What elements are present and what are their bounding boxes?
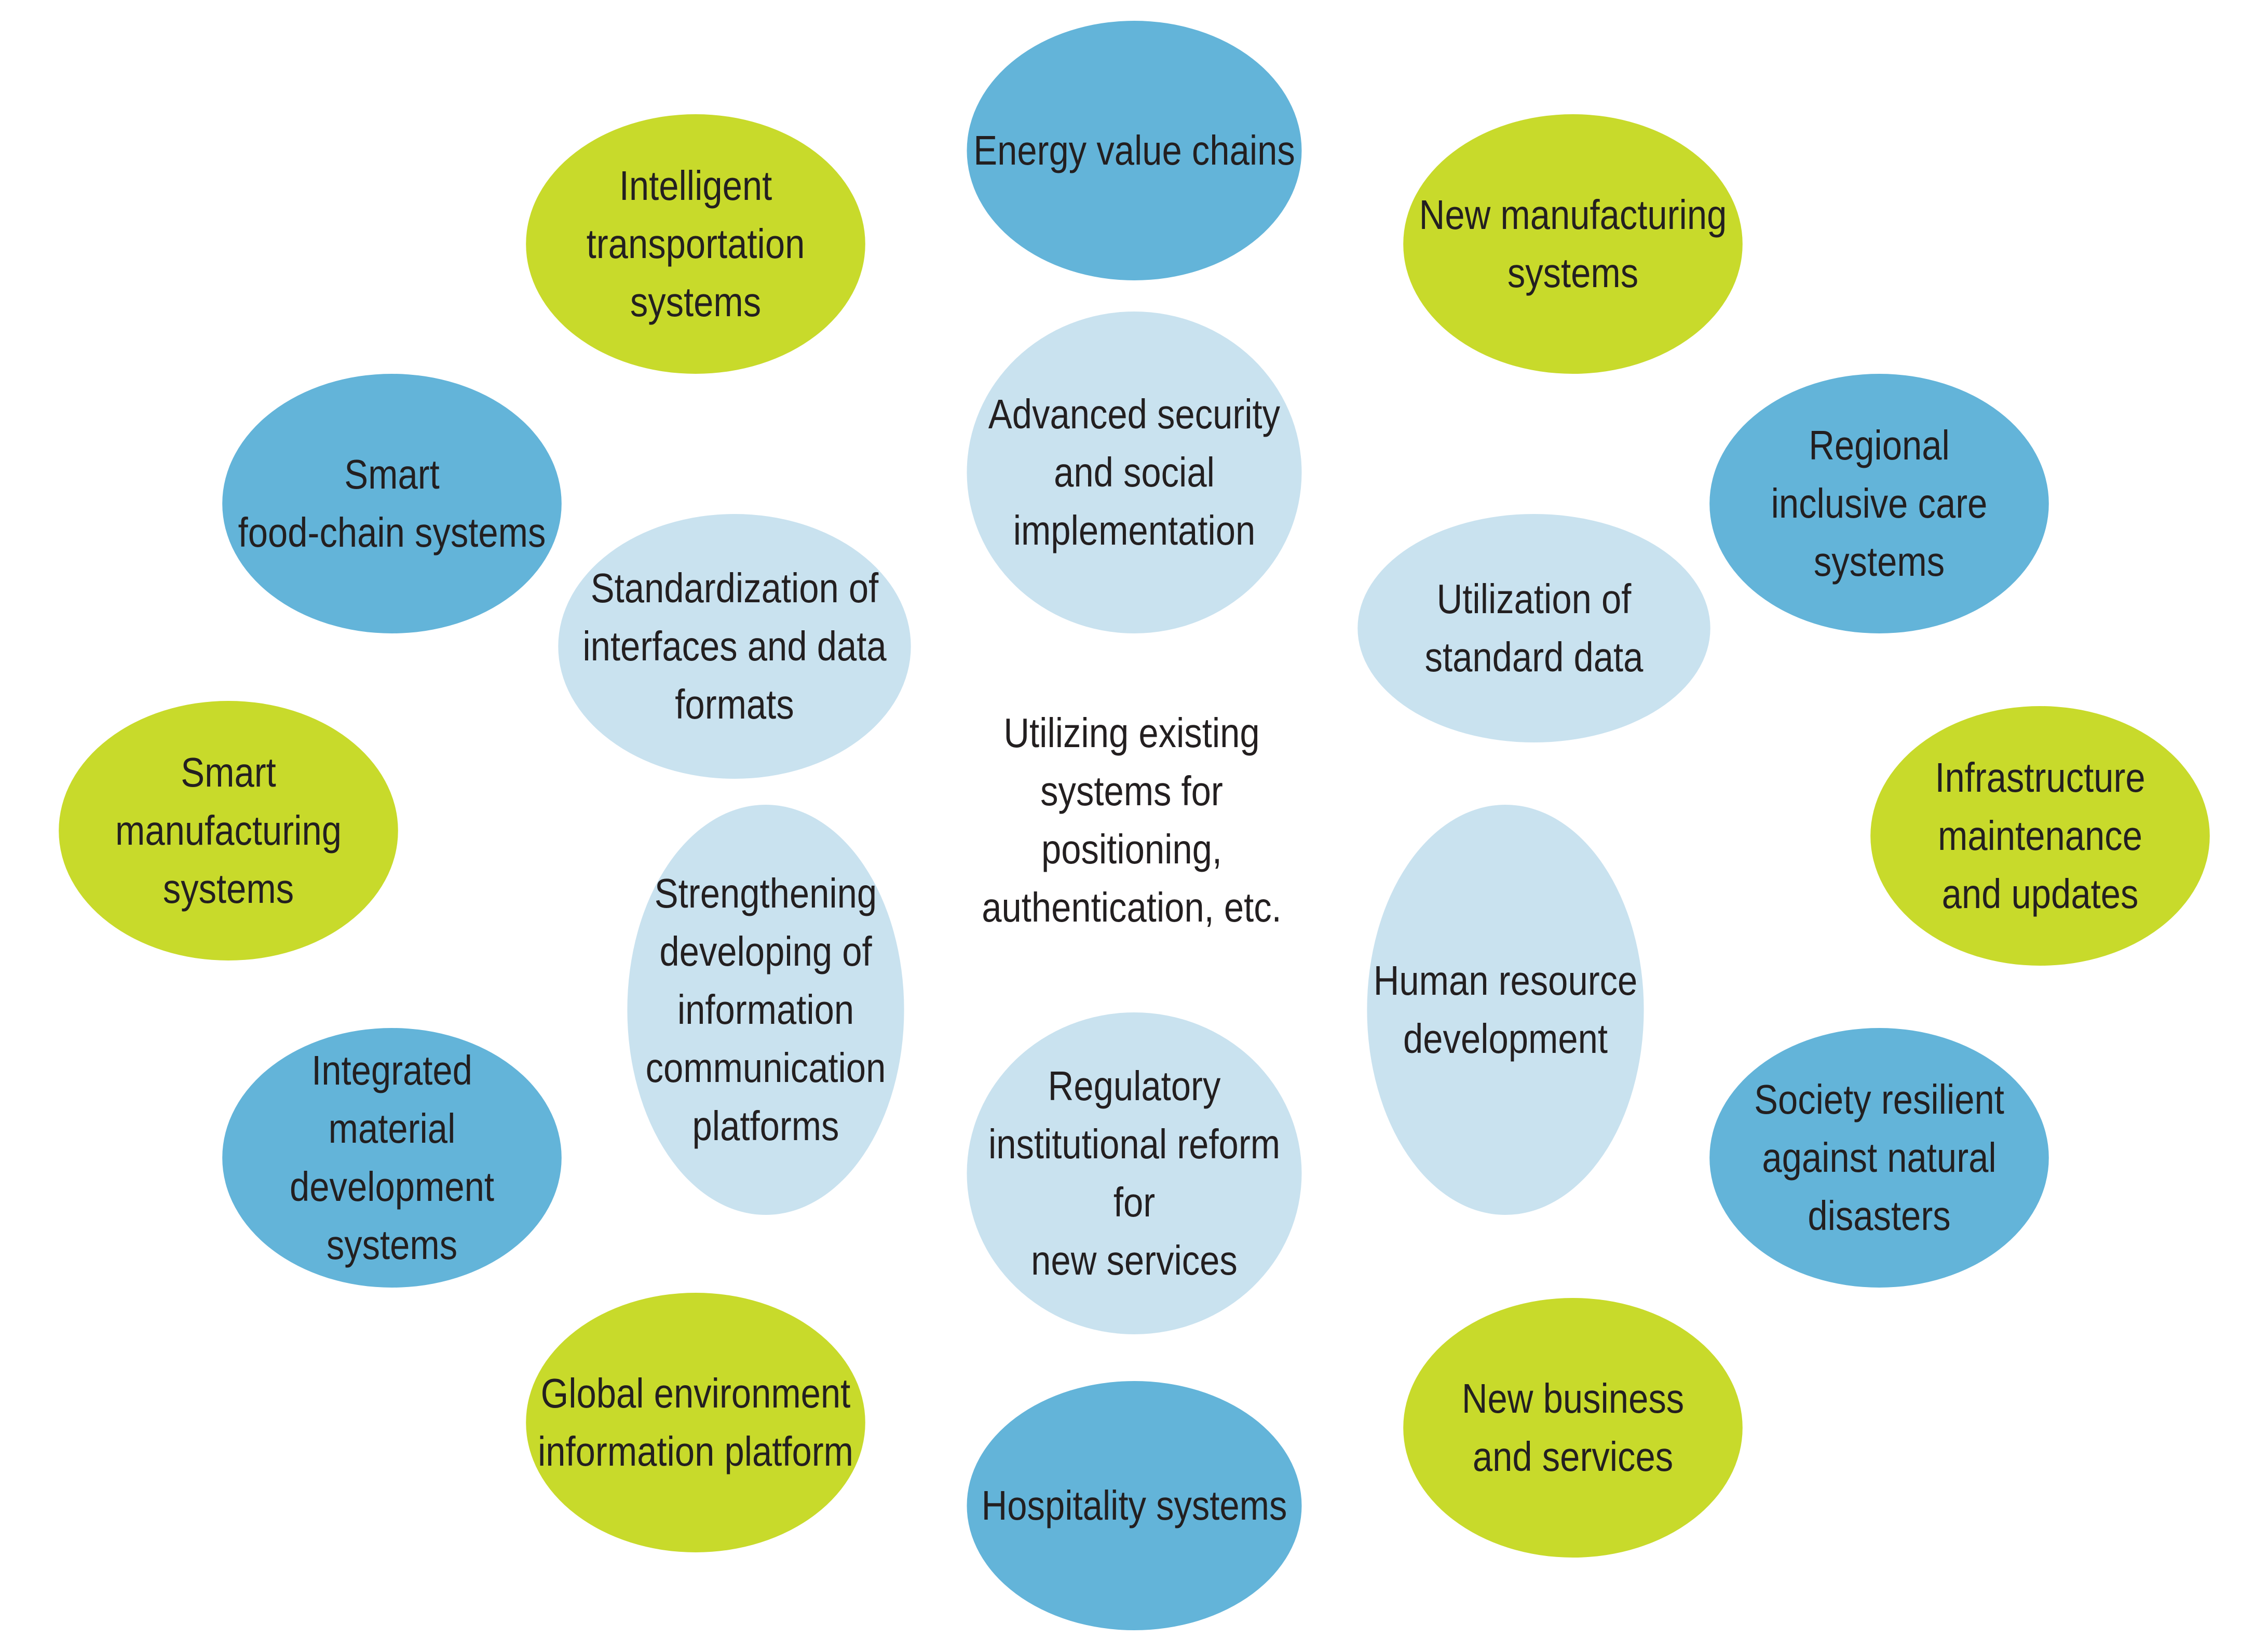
node-label: Global environment information platform	[538, 1370, 853, 1474]
node-society-resilient: Society resilient against natural disast…	[1709, 1028, 2049, 1288]
node-new-business: New business and services	[1403, 1298, 1743, 1558]
node-energy-value-chains: Energy value chains	[967, 21, 1302, 280]
node-label: Human resource development	[1373, 957, 1638, 1062]
node-label: New manufacturing systems	[1419, 192, 1727, 296]
node-label: Integrated material development systems	[290, 1047, 494, 1268]
node-intelligent-transportation: Intelligent transportation systems	[526, 114, 865, 374]
node-standardization: Standardization of interfaces and data f…	[558, 514, 911, 779]
node-strengthening-platforms: Strengthening developing of information …	[627, 805, 904, 1215]
node-global-environment: Global environment information platform	[526, 1293, 865, 1552]
node-regional-care: Regional inclusive care systems	[1709, 374, 2049, 633]
node-label: Advanced security and social implementat…	[988, 391, 1281, 553]
node-regulatory-reform: Regulatory institutional reform for new …	[967, 1012, 1302, 1334]
node-integrated-material: Integrated material development systems	[222, 1028, 562, 1288]
node-human-resource: Human resource development	[1367, 805, 1644, 1215]
node-label: Regional inclusive care systems	[1771, 422, 1988, 585]
node-label: Standardization of interfaces and data f…	[582, 565, 887, 727]
node-infrastructure-maintenance: Infrastructure maintenance and updates	[1870, 706, 2210, 966]
node-label: Intelligent transportation systems	[586, 163, 805, 325]
node-label: New business and services	[1461, 1375, 1685, 1480]
node-smart-food-chain: Smart food-chain systems	[222, 374, 562, 633]
node-utilization-standard-data: Utilization of standard data	[1357, 514, 1710, 742]
node-label: Energy value chains	[973, 127, 1295, 173]
node-hospitality-systems: Hospitality systems	[967, 1381, 1302, 1630]
node-label: Strengthening developing of information …	[645, 870, 886, 1149]
node-label: Hospitality systems	[981, 1482, 1287, 1528]
node-label: Infrastructure maintenance and updates	[1935, 754, 2145, 917]
node-label: Utilization of standard data	[1424, 576, 1644, 680]
node-smart-manufacturing: Smart manufacturing systems	[59, 701, 398, 960]
node-label: Smart food-chain systems	[238, 451, 546, 556]
node-label: Regulatory institutional reform for new …	[988, 1063, 1281, 1283]
node-label: Smart manufacturing systems	[115, 749, 342, 912]
center-label: Utilizing existing systems for positioni…	[982, 710, 1282, 930]
node-label: Society resilient against natural disast…	[1754, 1076, 2004, 1239]
node-advanced-security: Advanced security and social implementat…	[967, 312, 1302, 633]
node-new-manufacturing: New manufacturing systems	[1403, 114, 1743, 374]
